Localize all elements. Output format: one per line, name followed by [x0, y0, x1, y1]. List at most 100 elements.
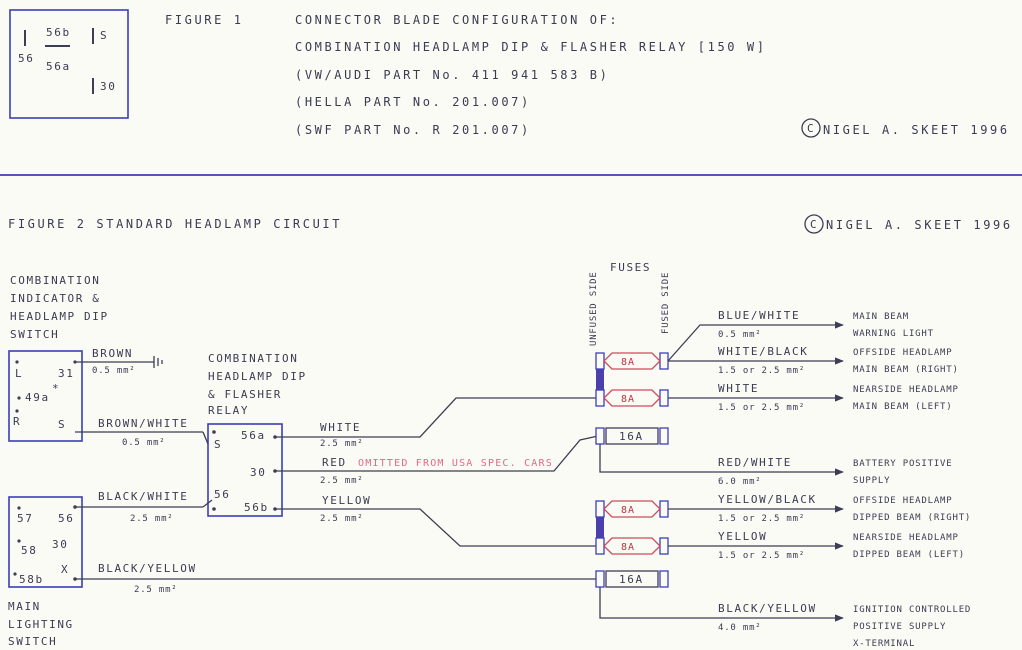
- fuse-rating: 8A: [621, 357, 635, 368]
- wire-yellow-size: 2.5 mm²: [320, 514, 364, 524]
- pin-58b: 58b: [19, 573, 44, 586]
- pin-30-label: 30: [100, 80, 116, 93]
- output-wire-size: 0.5 mm²: [718, 330, 762, 340]
- output-wire-color: WHITE: [718, 382, 759, 395]
- output-destination-2: POSITIVE SUPPLY: [853, 622, 946, 632]
- fuse-rating: 8A: [621, 394, 635, 405]
- figure1-line2: COMBINATION HEADLAMP DIP & FLASHER RELAY…: [295, 40, 767, 54]
- output-circuit: BLACK/YELLOW 4.0 mm² IGNITION CONTROLLED PO…: [718, 602, 971, 649]
- output-wire-color: YELLOW/BLACK: [718, 493, 817, 506]
- pin-31: 31: [58, 367, 74, 380]
- wire-red: RED: [322, 456, 347, 469]
- wire-red-note: OMITTED FROM USA SPEC. CARS: [358, 458, 553, 469]
- fuse: 8A: [595, 352, 669, 370]
- main-switch-label-1: MAIN: [8, 600, 41, 613]
- copyright-symbol-2: C: [810, 218, 817, 231]
- pin-56-main: 56: [58, 512, 74, 525]
- relay-pin-s: S: [214, 438, 222, 451]
- wire-brown-white: BROWN/WHITE: [98, 417, 188, 430]
- output-circuit: RED/WHITE 6.0 mm² BATTERY POSITIVE SUPPLY: [718, 456, 953, 487]
- figure1-title: FIGURE 1: [165, 13, 244, 27]
- wire-brown-size: 0.5 mm²: [92, 366, 136, 376]
- output-destination: BATTERY POSITIVE: [853, 459, 953, 469]
- output-destination-2: SUPPLY: [853, 476, 890, 486]
- switch-label-3: HEADLAMP DIP: [10, 310, 109, 323]
- output-wire-color: WHITE/BLACK: [718, 345, 808, 358]
- wire-white-size: 2.5 mm²: [320, 439, 364, 449]
- fuse: 8A: [595, 389, 669, 407]
- fuse-rating: 8A: [621, 542, 635, 553]
- output-wire-size: 4.0 mm²: [718, 623, 762, 633]
- fused-side-label: FUSED SIDE: [661, 272, 671, 334]
- wire-white: WHITE: [320, 421, 361, 434]
- relay-label-4: RELAY: [208, 404, 249, 417]
- output-destination: NEARSIDE HEADLAMP: [853, 533, 959, 543]
- figure2-copyright: NIGEL A. SKEET 1996: [826, 218, 1013, 232]
- wire-red-size: 2.5 mm²: [320, 476, 364, 486]
- pin-30-main: 30: [52, 538, 68, 551]
- pin-56a-label: 56a: [46, 60, 71, 73]
- pin-r: R: [13, 415, 21, 428]
- fuse: 16A: [595, 570, 669, 588]
- pin-l: L: [15, 367, 23, 380]
- output-destination: MAIN BEAM: [853, 312, 909, 322]
- output-wire-size: 1.5 or 2.5 mm²: [718, 403, 805, 413]
- output-wire-size: 6.0 mm²: [718, 477, 762, 487]
- figure1-line5: (SWF PART No. R 201.007): [295, 123, 531, 137]
- relay-label-1: COMBINATION: [208, 352, 298, 365]
- pin-49a: 49a: [25, 391, 50, 404]
- relay-label-2: HEADLAMP DIP: [208, 370, 307, 383]
- output-wire-size: 1.5 or 2.5 mm²: [718, 551, 805, 561]
- pin-s: S: [58, 418, 66, 431]
- main-lighting-switch: 57 56 58 30 58b X MAIN LIGHTING SWITCH: [8, 496, 83, 648]
- output-wire-color: RED/WHITE: [718, 456, 792, 469]
- main-switch-label-2: LIGHTING: [8, 618, 74, 631]
- pin-58: 58: [21, 544, 37, 557]
- output-wire-size: 1.5 or 2.5 mm²: [718, 366, 805, 376]
- output-destination-2: DIPPED BEAM (RIGHT): [853, 513, 971, 523]
- output-wiring: [599, 321, 844, 622]
- output-destination: OFFSIDE HEADLAMP: [853, 496, 953, 506]
- fuses-title: FUSES: [610, 261, 651, 274]
- wire-black-white-size: 2.5 mm²: [130, 514, 174, 524]
- fuse-rating: 16A: [619, 573, 644, 586]
- unfused-side-label: UNFUSED SIDE: [589, 271, 599, 346]
- figure2-title: FIGURE 2 STANDARD HEADLAMP CIRCUIT: [8, 217, 342, 231]
- relay-pin-56a: 56a: [241, 429, 266, 442]
- connector-diagram: 56b 56 56a S 30: [9, 9, 129, 119]
- output-circuit: BLUE/WHITE 0.5 mm² MAIN BEAM WARNING LIGHT: [718, 309, 934, 340]
- pin-s-label: S: [100, 29, 108, 42]
- wire-black-yellow-size: 2.5 mm²: [134, 585, 178, 595]
- fuse-rating: 16A: [619, 430, 644, 443]
- fuse-box: FUSES UNFUSED SIDE FUSED SIDE: [589, 261, 671, 538]
- fuse: 8A: [595, 500, 669, 518]
- output-circuit: YELLOW 1.5 or 2.5 mm² NEARSIDE HEADLAMP DIP…: [718, 530, 965, 561]
- output-destination-2: DIPPED BEAM (LEFT): [853, 550, 965, 560]
- relay-pin-30: 30: [250, 466, 266, 479]
- pin-56b-label: 56b: [46, 26, 71, 39]
- output-wire-color: YELLOW: [718, 530, 767, 543]
- pin-x: X: [61, 563, 69, 576]
- switch-label-2: INDICATOR &: [10, 292, 100, 305]
- fuse: 16A: [595, 427, 669, 445]
- main-switch-label-3: SWITCH: [8, 635, 57, 648]
- pin-56-label: 56: [18, 52, 34, 65]
- output-destination: IGNITION CONTROLLED: [853, 605, 971, 615]
- figure1-line1: CONNECTOR BLADE CONFIGURATION OF:: [295, 13, 619, 27]
- output-wire-color: BLUE/WHITE: [718, 309, 800, 322]
- switch-label-1: COMBINATION: [10, 274, 100, 287]
- output-destination-2: MAIN BEAM (RIGHT): [853, 365, 959, 375]
- wiring: BROWN 0.5 mm² BROWN/WHITE 0.5 mm² BLACK/…: [73, 347, 599, 595]
- output-destination-2: WARNING LIGHT: [853, 329, 934, 339]
- pin-star: *: [52, 382, 60, 395]
- output-destination: OFFSIDE HEADLAMP: [853, 348, 953, 358]
- switch-label-4: SWITCH: [10, 328, 59, 341]
- wire-brown-white-size: 0.5 mm²: [122, 438, 166, 448]
- output-destination-3: X-TERMINAL: [853, 639, 915, 649]
- output-wire-color: BLACK/YELLOW: [718, 602, 817, 615]
- combination-switch: COMBINATION INDICATOR & HEADLAMP DIP SWI…: [8, 274, 109, 442]
- relay-pin-56: 56: [214, 488, 230, 501]
